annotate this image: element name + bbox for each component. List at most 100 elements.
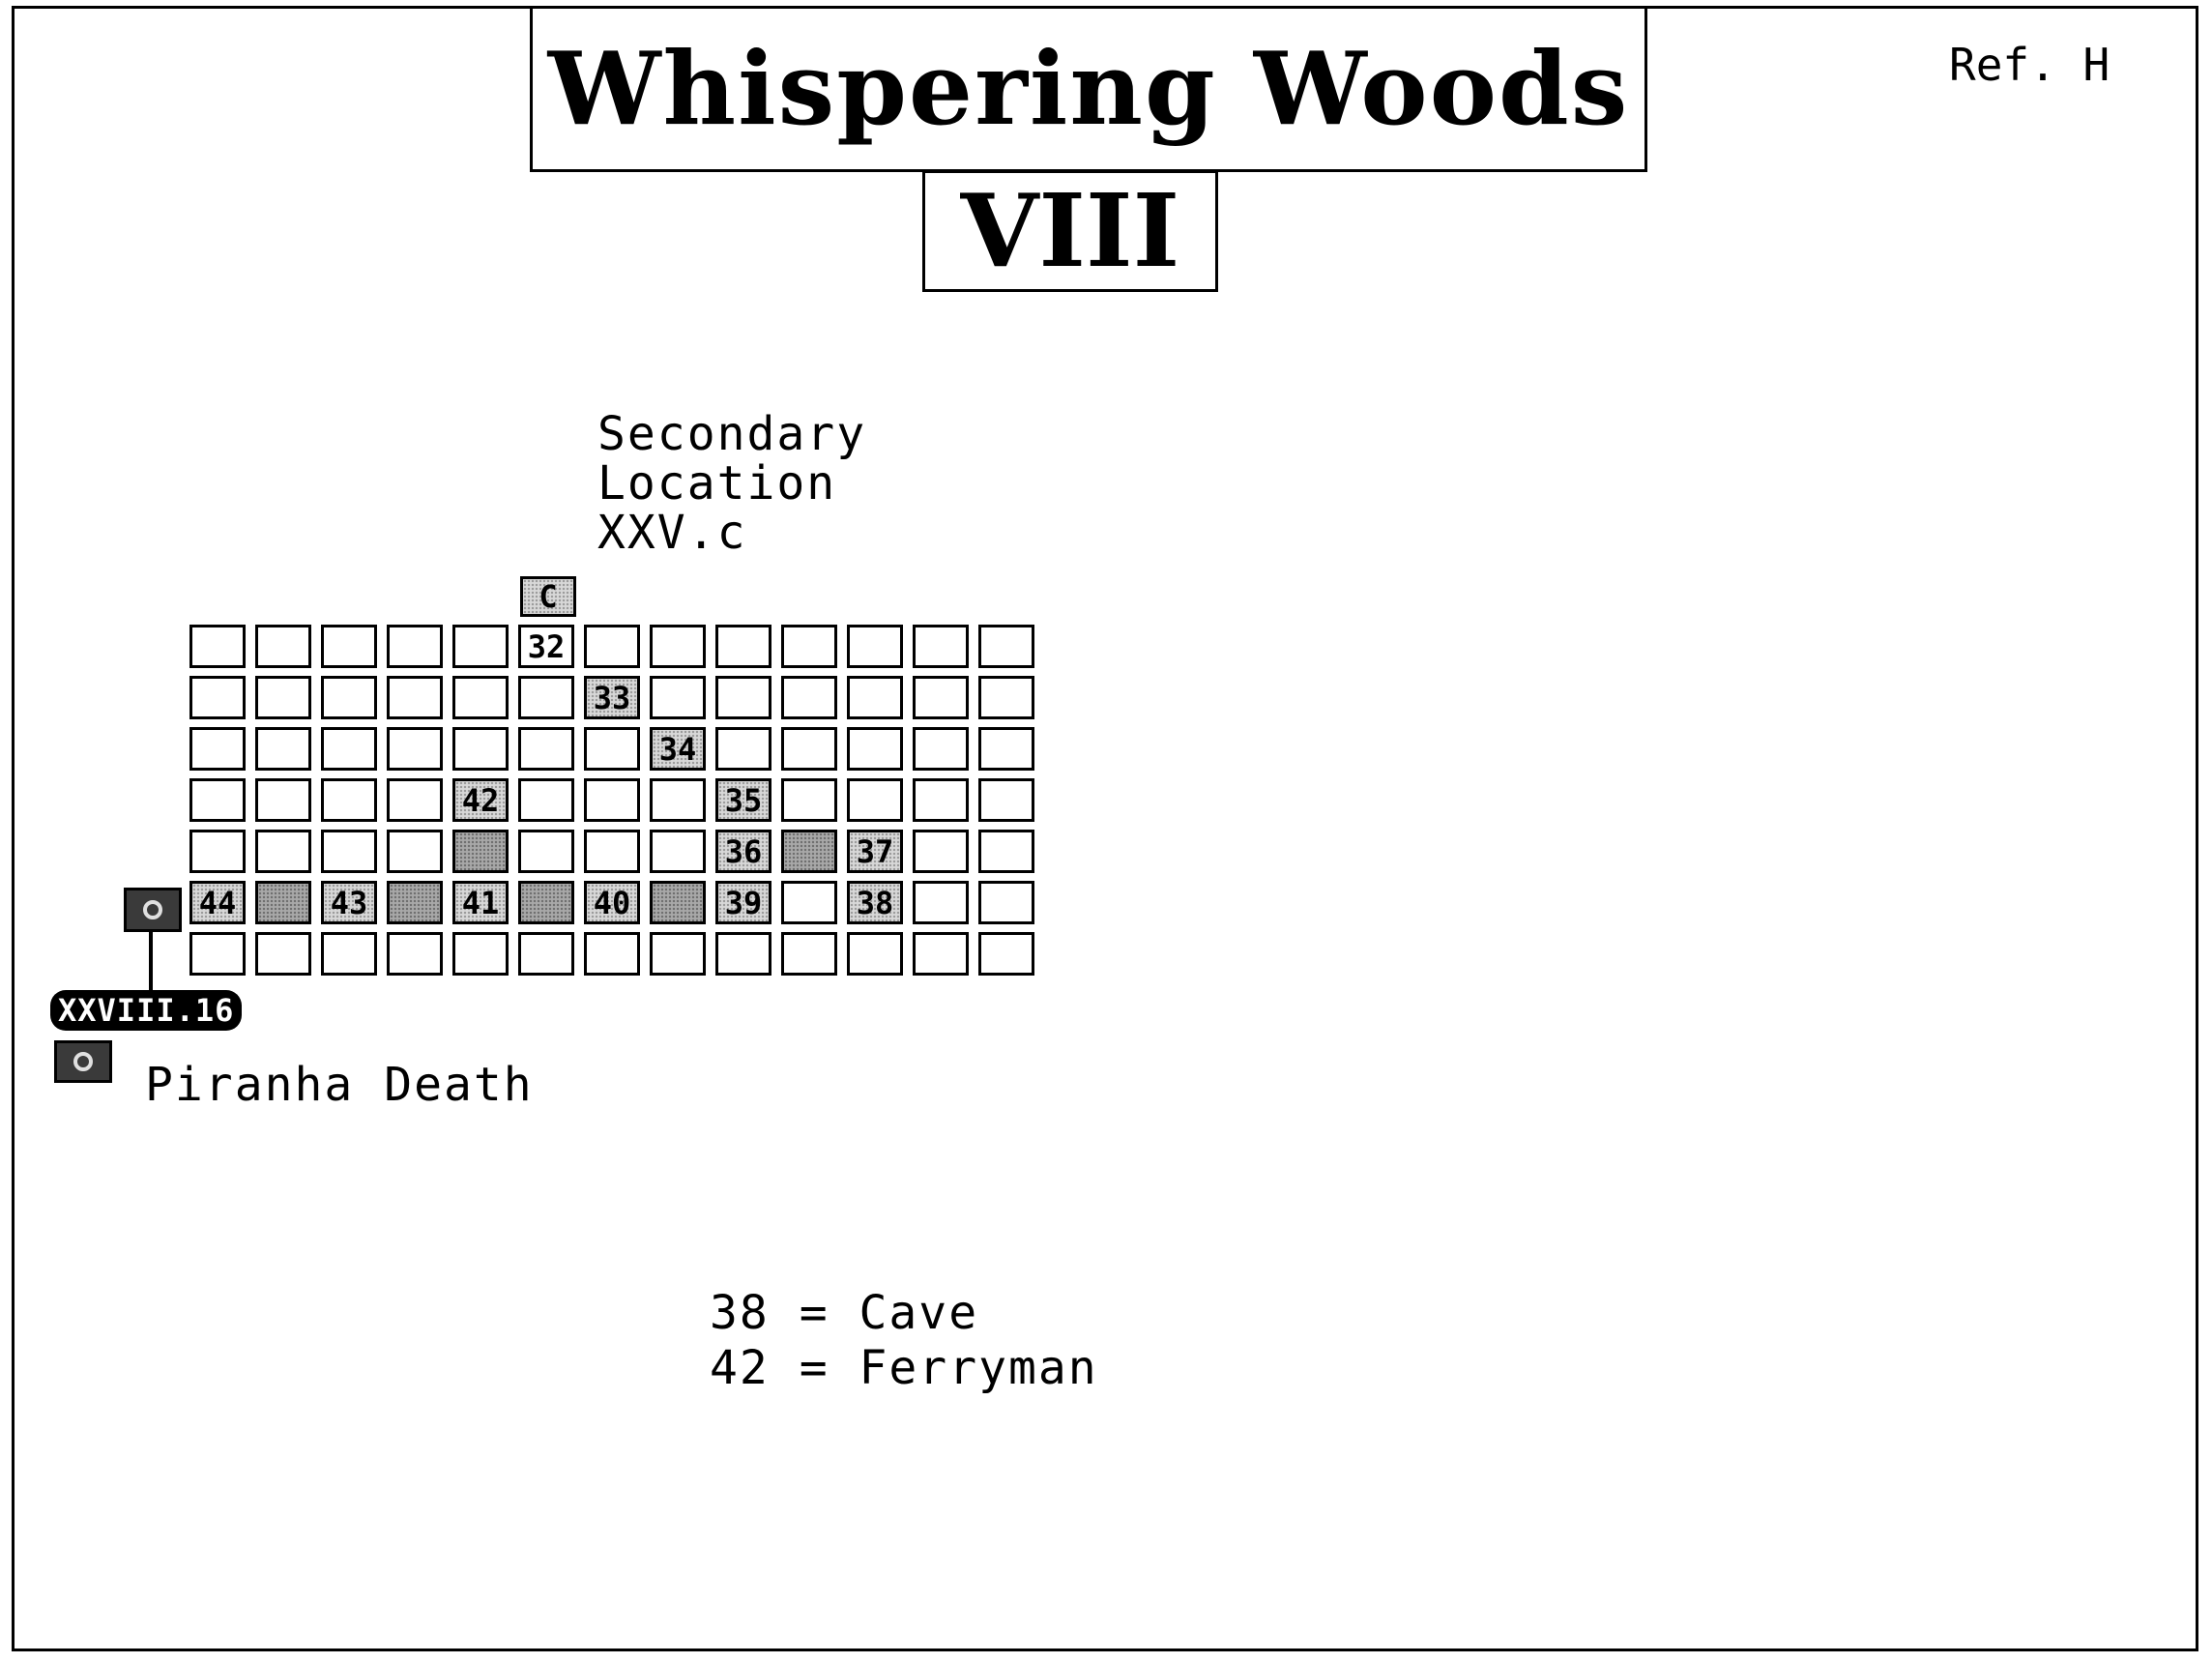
- map-cell-path[interactable]: [387, 881, 443, 924]
- secondary-line-1: Secondary: [597, 407, 867, 461]
- map-cell[interactable]: [650, 932, 706, 976]
- map-cell[interactable]: [387, 778, 443, 822]
- map-cell-32[interactable]: 32: [518, 625, 574, 668]
- map-cell[interactable]: [978, 932, 1034, 976]
- map-cell[interactable]: [584, 625, 640, 668]
- map-cell[interactable]: [584, 830, 640, 873]
- map-cell[interactable]: [978, 676, 1034, 719]
- map-cell-path[interactable]: [518, 881, 574, 924]
- map-cell[interactable]: [189, 625, 246, 668]
- map-cell[interactable]: [189, 830, 246, 873]
- map-cell[interactable]: [387, 727, 443, 771]
- map-cell[interactable]: [255, 727, 311, 771]
- map-cell[interactable]: [321, 676, 377, 719]
- map-cell-43[interactable]: 43: [321, 881, 377, 924]
- map-cell[interactable]: [387, 676, 443, 719]
- map-cell[interactable]: [913, 625, 969, 668]
- map-cell[interactable]: [913, 830, 969, 873]
- map-cell[interactable]: [715, 676, 771, 719]
- map-cell[interactable]: [650, 625, 706, 668]
- map-cell-path[interactable]: [452, 830, 509, 873]
- map-cell[interactable]: [452, 625, 509, 668]
- map-cell[interactable]: [255, 625, 311, 668]
- map-cell[interactable]: [255, 676, 311, 719]
- map-cell-37[interactable]: 37: [847, 830, 903, 873]
- map-cell[interactable]: [387, 625, 443, 668]
- map-cell[interactable]: [715, 625, 771, 668]
- map-cell[interactable]: [518, 727, 574, 771]
- map-cell-number: 40: [593, 884, 631, 921]
- map-cell[interactable]: [978, 727, 1034, 771]
- secondary-line-3: XXV.c: [597, 506, 747, 560]
- map-cell[interactable]: [781, 932, 837, 976]
- map-cell-number: 32: [527, 627, 566, 665]
- map-cell[interactable]: [387, 932, 443, 976]
- map-cell-path[interactable]: [255, 881, 311, 924]
- map-cell[interactable]: [189, 676, 246, 719]
- map-cell[interactable]: [255, 830, 311, 873]
- secondary-location-marker[interactable]: C: [520, 576, 576, 617]
- map-cell[interactable]: [847, 625, 903, 668]
- map-cell[interactable]: [584, 727, 640, 771]
- location-key: 38 = Cave 42 = Ferryman: [710, 1286, 1098, 1396]
- map-cell[interactable]: [781, 881, 837, 924]
- map-cell[interactable]: [518, 932, 574, 976]
- map-cell-41[interactable]: 41: [452, 881, 509, 924]
- map-cell[interactable]: [978, 625, 1034, 668]
- map-cell-36[interactable]: 36: [715, 830, 771, 873]
- map-cell[interactable]: [847, 778, 903, 822]
- map-cell[interactable]: [781, 778, 837, 822]
- map-cell[interactable]: [913, 932, 969, 976]
- map-cell[interactable]: [321, 830, 377, 873]
- map-cell-40[interactable]: 40: [584, 881, 640, 924]
- map-cell[interactable]: [255, 778, 311, 822]
- map-cell[interactable]: [321, 625, 377, 668]
- map-cell-39[interactable]: 39: [715, 881, 771, 924]
- map-cell[interactable]: [781, 676, 837, 719]
- map-cell[interactable]: [518, 830, 574, 873]
- map-cell[interactable]: [913, 727, 969, 771]
- piranha-exit-marker[interactable]: [124, 888, 182, 932]
- map-cell-35[interactable]: 35: [715, 778, 771, 822]
- map-cell[interactable]: [715, 932, 771, 976]
- map-cell[interactable]: [781, 625, 837, 668]
- map-cell[interactable]: [781, 727, 837, 771]
- map-cell[interactable]: [452, 727, 509, 771]
- map-cell[interactable]: [584, 932, 640, 976]
- map-cell[interactable]: [978, 881, 1034, 924]
- map-cell-38[interactable]: 38: [847, 881, 903, 924]
- map-cell[interactable]: [255, 932, 311, 976]
- map-cell[interactable]: [518, 676, 574, 719]
- map-cell[interactable]: [978, 830, 1034, 873]
- map-cell[interactable]: [650, 830, 706, 873]
- map-cell[interactable]: [452, 932, 509, 976]
- map-cell-33[interactable]: 33: [584, 676, 640, 719]
- map-cell[interactable]: [913, 881, 969, 924]
- map-cell[interactable]: [321, 727, 377, 771]
- map-cell[interactable]: [847, 932, 903, 976]
- map-cell[interactable]: [387, 830, 443, 873]
- map-cell[interactable]: [452, 676, 509, 719]
- map-cell[interactable]: [189, 727, 246, 771]
- map-cell[interactable]: [913, 778, 969, 822]
- map-cell[interactable]: [847, 727, 903, 771]
- map-cell[interactable]: [650, 778, 706, 822]
- map-cell[interactable]: [584, 778, 640, 822]
- map-cell[interactable]: [978, 778, 1034, 822]
- map-cell[interactable]: [650, 676, 706, 719]
- map-cell[interactable]: [913, 676, 969, 719]
- map-cell[interactable]: [321, 778, 377, 822]
- map-cell[interactable]: [189, 932, 246, 976]
- map-cell-path[interactable]: [650, 881, 706, 924]
- map-cell[interactable]: [189, 778, 246, 822]
- map-cell-path[interactable]: [781, 830, 837, 873]
- map-cell[interactable]: [847, 676, 903, 719]
- map-cell-44[interactable]: 44: [189, 881, 246, 924]
- map-cell[interactable]: [715, 727, 771, 771]
- map-cell-34[interactable]: 34: [650, 727, 706, 771]
- map-cell[interactable]: [321, 932, 377, 976]
- map-cell-42[interactable]: 42: [452, 778, 509, 822]
- map-cell[interactable]: [518, 778, 574, 822]
- map-cell-number: 43: [330, 884, 368, 921]
